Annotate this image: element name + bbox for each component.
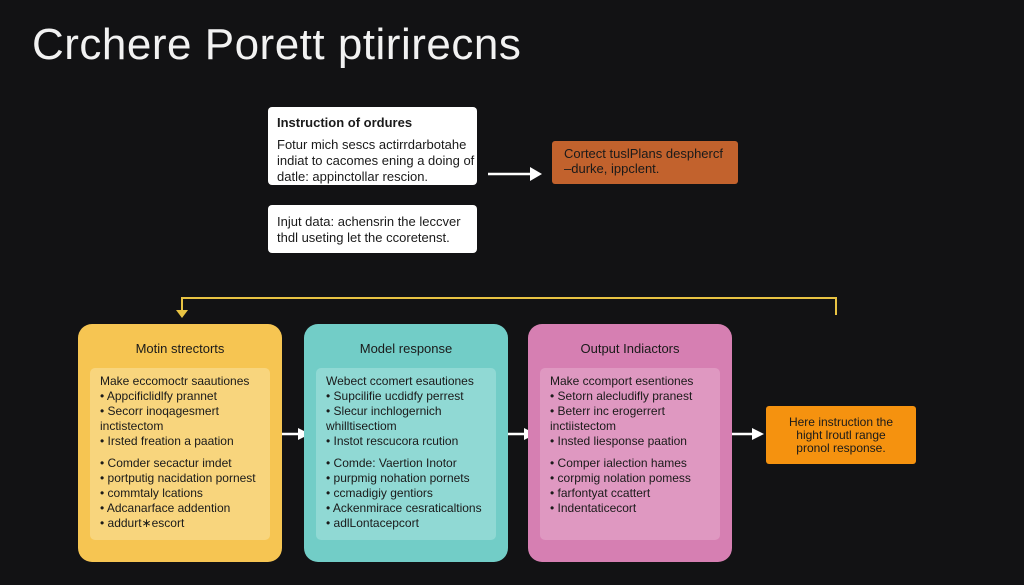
list-item: • Beterr inc erogerrert xyxy=(550,404,665,418)
instruction-line: Fotur mich sescs actirrdarbotahe xyxy=(277,137,467,152)
list-item: • ccmadigiy gentiors xyxy=(326,486,433,500)
instruction-heading: Instruction of ordures xyxy=(277,115,413,130)
list-item: • Insted liesponse paation xyxy=(550,434,687,448)
column-title: Model response xyxy=(359,341,453,356)
final-line: pronol response. xyxy=(796,441,886,455)
column-panel: Make eccomoctr saautiones • Appcificlidl… xyxy=(90,368,270,540)
list-item: • corpmig nolation pomess xyxy=(550,471,691,485)
list-item: • Comper ialection hames xyxy=(550,456,687,470)
arrow-col3-final-head xyxy=(752,428,764,440)
result-box: Cortect tuslPlans desphercf –durke, ippc… xyxy=(552,141,738,184)
list-item: • Irsted freation a paation xyxy=(100,434,234,448)
list-item: • Slecur inchlogernich xyxy=(326,404,442,418)
input-line: Injut data: achensrin the leccver xyxy=(277,214,461,229)
column-instructions: Motin strectorts Make eccomoctr saaution… xyxy=(78,324,282,562)
list-item: Webect ccomert esautiones xyxy=(326,374,474,388)
list-item: • Comde: Vaertion Inotor xyxy=(326,456,457,470)
instruction-line: indiat to cacomes ening a doing of xyxy=(277,153,475,168)
column-panel: Webect ccomert esautiones • Supcilifie u… xyxy=(316,368,496,540)
result-line: –durke, ippclent. xyxy=(564,161,660,176)
column-model-response: Model response Webect ccomert esautiones… xyxy=(304,324,508,562)
list-item: • Ackenmirace cesraticaltions xyxy=(326,501,482,515)
list-item: • Secorr inoqagesmert xyxy=(100,404,219,418)
input-line: thdl useting let the ccoretenst. xyxy=(277,230,450,245)
list-item: inctiistectom xyxy=(550,419,617,433)
feedback-arrowhead xyxy=(176,310,188,318)
list-item: Make ccomport esentiones xyxy=(550,374,694,388)
column-output-indicators: Output Indiactors Make ccomport esention… xyxy=(528,324,732,562)
list-item: • purpmig nohation pornets xyxy=(326,471,470,485)
feedback-loop-line xyxy=(181,297,837,315)
list-item: • Instot rescucora rcution xyxy=(326,434,459,448)
arrow-to-result-head xyxy=(530,167,542,181)
instruction-line: datle: appinctollar rescion. xyxy=(277,169,429,184)
column-title: Output Indiactors xyxy=(580,341,680,356)
list-item: • portputig nacidation pornest xyxy=(100,471,256,485)
list-item: • Comder secactur imdet xyxy=(100,456,232,470)
column-title: Motin strectorts xyxy=(135,341,225,356)
list-item: • Adcanarface addention xyxy=(100,501,231,515)
list-item: • Indentaticecort xyxy=(550,501,637,515)
list-item: • farfontyat ccattert xyxy=(550,486,651,500)
input-data-box: Injut data: achensrin the leccver thdl u… xyxy=(268,205,477,253)
instruction-box: Instruction of ordures Fotur mich sescs … xyxy=(268,107,477,185)
list-item: • Appcificlidlfy prannet xyxy=(100,389,217,403)
list-item: • Supcilifie ucdidfy perrest xyxy=(326,389,464,403)
list-item: Make eccomoctr saautiones xyxy=(100,374,250,388)
list-item: • commtaly lcations xyxy=(100,486,203,500)
final-line: Here instruction the xyxy=(788,415,894,429)
list-item: whilltisectiom xyxy=(326,419,397,433)
list-item: • Setorn alecludifly pranest xyxy=(550,389,693,403)
diagram-title: Crchere Porett ptirirecns xyxy=(32,20,522,69)
final-response-box: Here instruction the hight lroutl range … xyxy=(766,406,916,464)
final-line: hight lroutl range xyxy=(796,428,886,442)
list-item: • adlLontacepcort xyxy=(326,516,419,530)
result-line: Cortect tuslPlans desphercf xyxy=(564,146,723,161)
list-item: inctistectom xyxy=(100,419,164,433)
list-item: • addurt∗escort xyxy=(100,516,185,530)
column-panel: Make ccomport esentiones • Setorn aleclu… xyxy=(540,368,720,540)
